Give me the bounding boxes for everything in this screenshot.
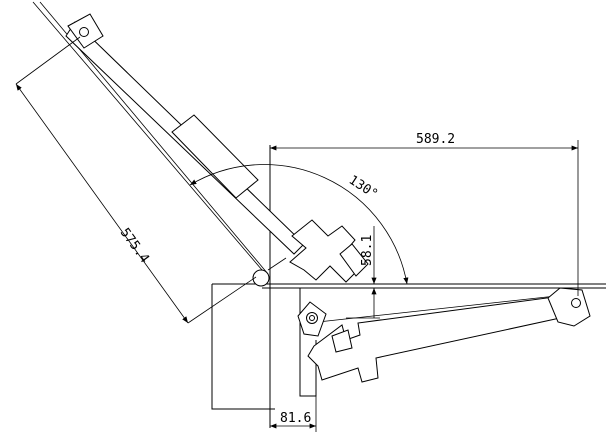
dim-angle-label: 130° [346, 173, 380, 203]
lowered-arm [297, 287, 591, 383]
dim-top-width-label: 589.2 [416, 132, 455, 147]
dim-height-label: 58.1 [360, 235, 375, 266]
raised-arm [32, 1, 369, 287]
dim-bottom-offset: 81.6 [270, 396, 317, 432]
right-pivot-hole [571, 298, 581, 308]
left-pivot-outer [306, 312, 318, 324]
hinge-roller [252, 269, 270, 287]
top-pivot-hole [79, 27, 89, 37]
left-pivot-inner [309, 315, 315, 321]
dim-top-width: 589.2 [270, 132, 579, 296]
dim-arm-length-label: 575.4 [117, 226, 152, 267]
dim-height: 58.1 [346, 226, 380, 319]
base-frame [211, 145, 606, 428]
dim-bottom-offset-label: 81.6 [280, 411, 311, 426]
